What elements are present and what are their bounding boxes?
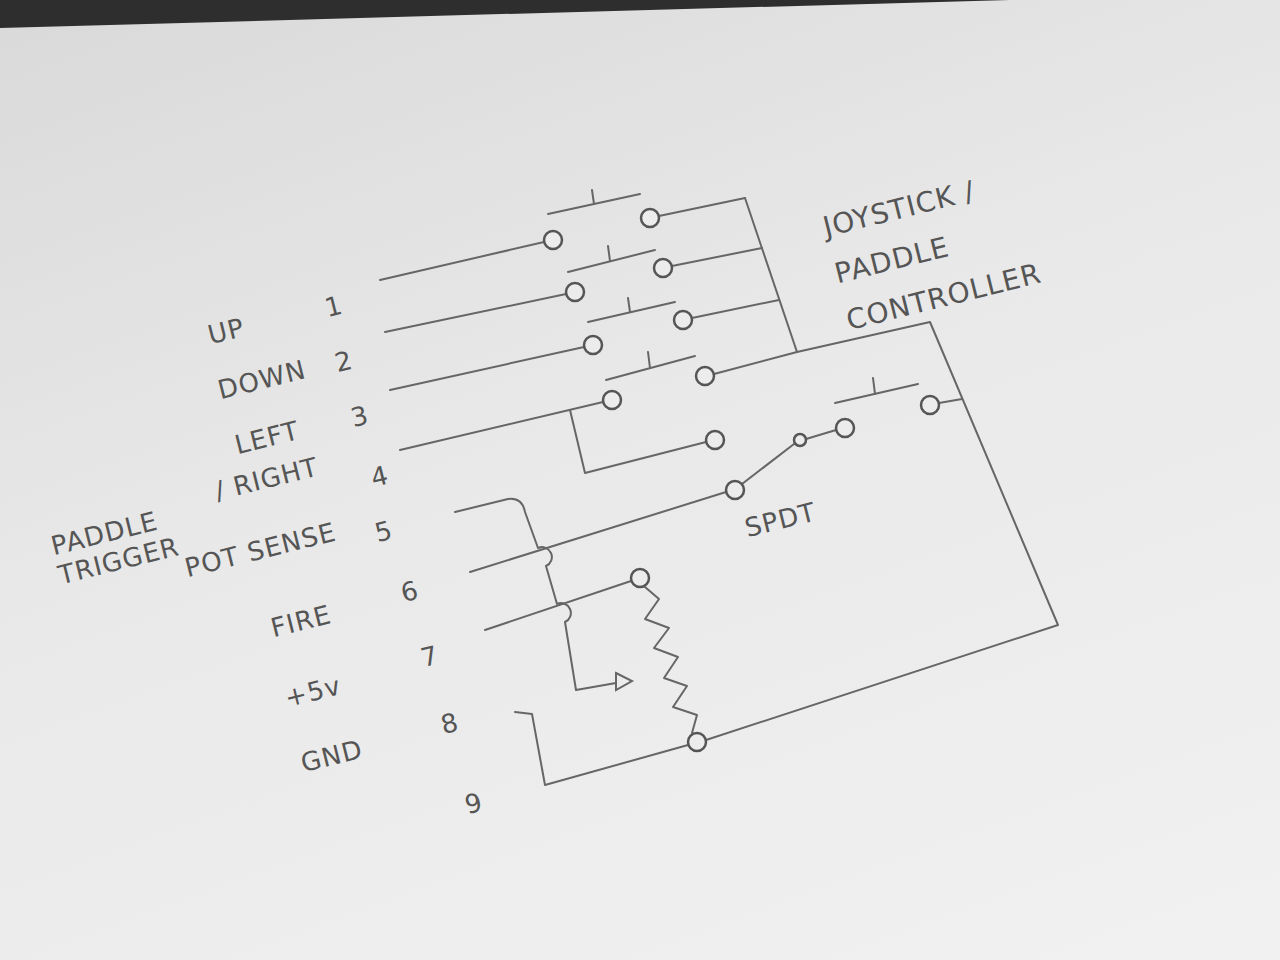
switch-type: SPDT <box>742 498 819 544</box>
signal-name: FIRE <box>268 600 335 644</box>
signal-name: +5v <box>282 671 344 714</box>
pin-number: 1 <box>322 291 346 324</box>
signal-name: DOWN <box>215 355 309 406</box>
pin-number: 9 <box>462 788 486 821</box>
signal-name: / RIGHT <box>212 453 321 507</box>
signal-name: PADDLE TRIGGER <box>48 496 208 591</box>
signal-name: POT SENSE <box>182 518 339 584</box>
pin-number: 5 <box>372 516 396 549</box>
signal-name: LEFT <box>232 416 303 461</box>
pin-number: 3 <box>348 401 372 434</box>
pin-number: 7 <box>418 641 442 674</box>
signal-name: UP <box>205 313 248 351</box>
resistor-symbol <box>645 587 697 733</box>
pin-number: 2 <box>332 346 356 379</box>
pin-number: 8 <box>438 708 462 741</box>
pin-number: 6 <box>398 576 422 609</box>
wiper-arrow <box>616 673 632 690</box>
signal-name: GND <box>298 735 366 779</box>
paper-edge <box>0 0 1010 28</box>
pin-number: 4 <box>368 461 392 494</box>
diagram-title: JOYSTICK / PADDLE CONTROLLER <box>818 157 1047 345</box>
